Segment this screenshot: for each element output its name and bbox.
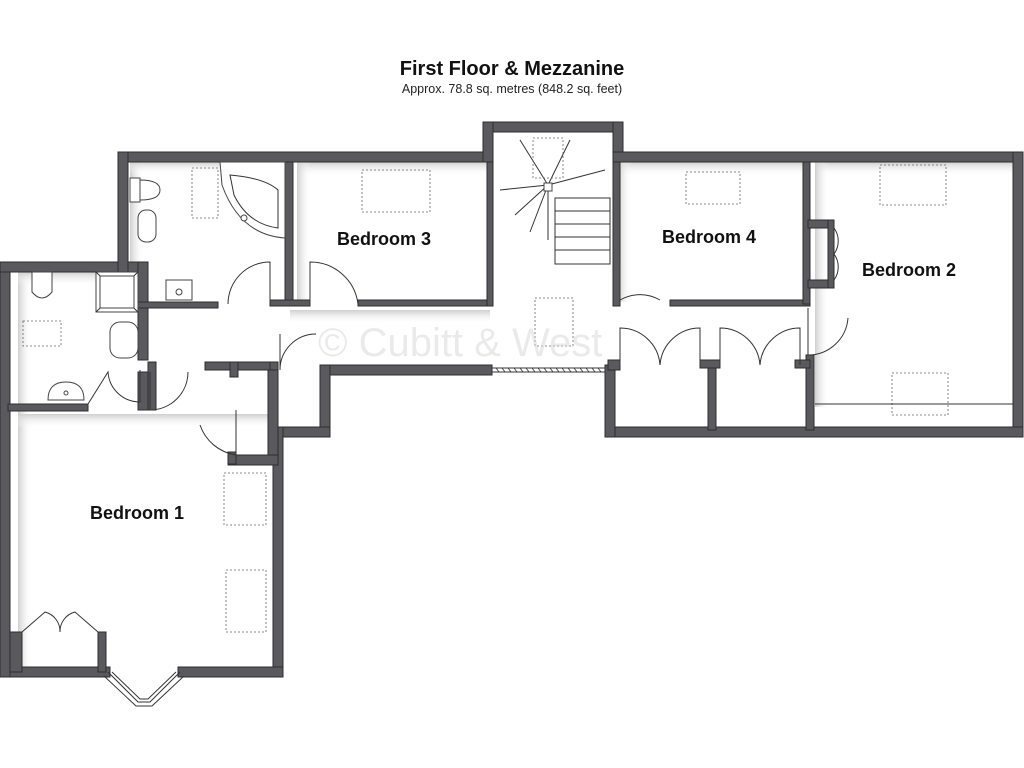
room-label-bedroom-3: Bedroom 3 [337,229,431,249]
baluster [591,367,596,373]
baluster [525,367,530,373]
baluster [513,367,518,373]
baluster [507,367,512,373]
bathroom-fixtures [31,161,286,401]
baluster [543,367,548,373]
baluster [531,367,536,373]
baluster [549,367,554,373]
floor-area: Approx. 78.8 sq. metres (848.2 sq. feet) [401,82,623,96]
baluster [495,367,500,373]
wall-shadows [18,162,1015,667]
watermark: © Cubitt & West [318,321,602,365]
baluster [585,367,590,373]
door-swings [21,227,849,633]
room-label-bedroom-4: Bedroom 4 [662,227,756,247]
floor-title: First Floor & Mezzanine [399,58,625,80]
bay-window [103,671,185,707]
baluster [537,367,542,373]
baluster [555,367,560,373]
baluster [561,367,566,373]
baluster [519,367,524,373]
walls [0,121,1024,678]
baluster [597,367,602,373]
room-label-bedroom-1: Bedroom 1 [90,503,184,523]
baluster [573,367,578,373]
room-label-bedroom-2: Bedroom 2 [862,260,956,280]
baluster [567,367,572,373]
balustrade [492,367,605,373]
baluster [501,367,506,373]
baluster [579,367,584,373]
furniture-outlines [22,164,1013,633]
staircase [499,137,611,265]
